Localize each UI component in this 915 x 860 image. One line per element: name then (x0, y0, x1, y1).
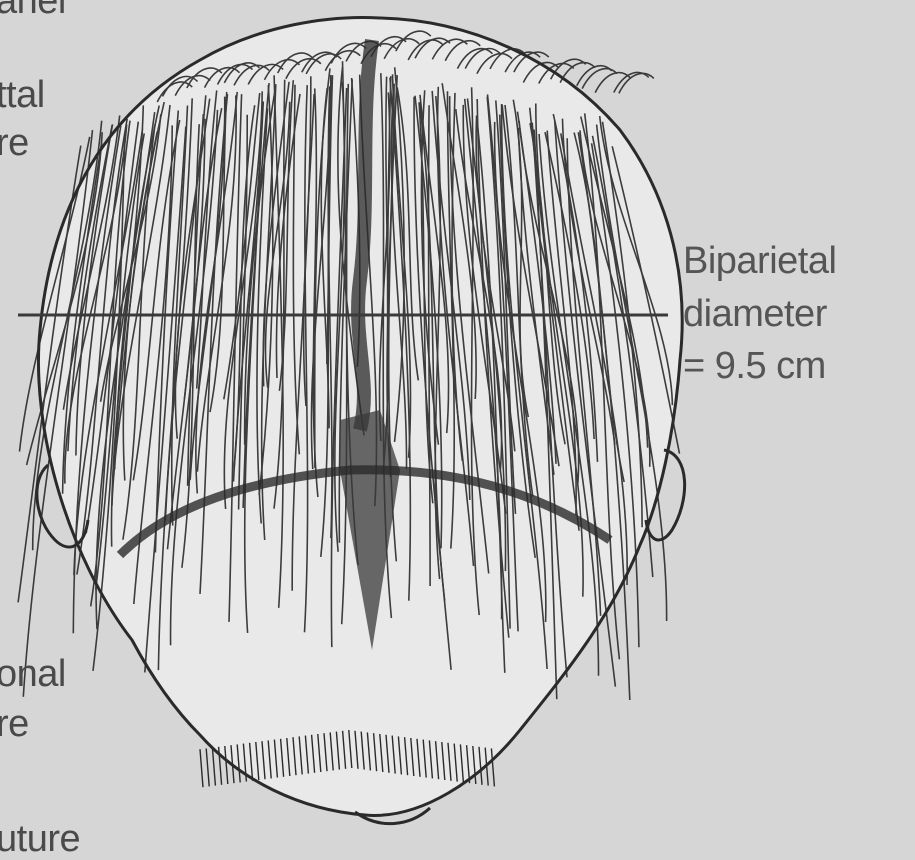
label-biparietal: Biparietal (683, 240, 836, 284)
fetal-skull-diagram: anel ttal re onal re uture Biparietal di… (0, 0, 915, 838)
label-coronal-cut-2: re (0, 705, 29, 743)
occipital-hatch-line (200, 749, 203, 787)
label-diameter: diameter (683, 293, 827, 337)
occipital-hatch-line (212, 748, 215, 786)
hair-tuft (614, 72, 649, 92)
label-fontanel-cut: anel (0, 0, 66, 20)
label-sagittal-cut-2: re (0, 124, 29, 162)
label-sagittal-cut-1: ttal (0, 76, 45, 114)
label-measurement: = 9.5 cm (683, 345, 826, 389)
skull-illustration (0, 0, 915, 838)
label-suture-cut: uture (0, 820, 80, 858)
label-coronal-cut-1: onal (0, 655, 66, 693)
occipital-hatch-line (206, 748, 209, 786)
